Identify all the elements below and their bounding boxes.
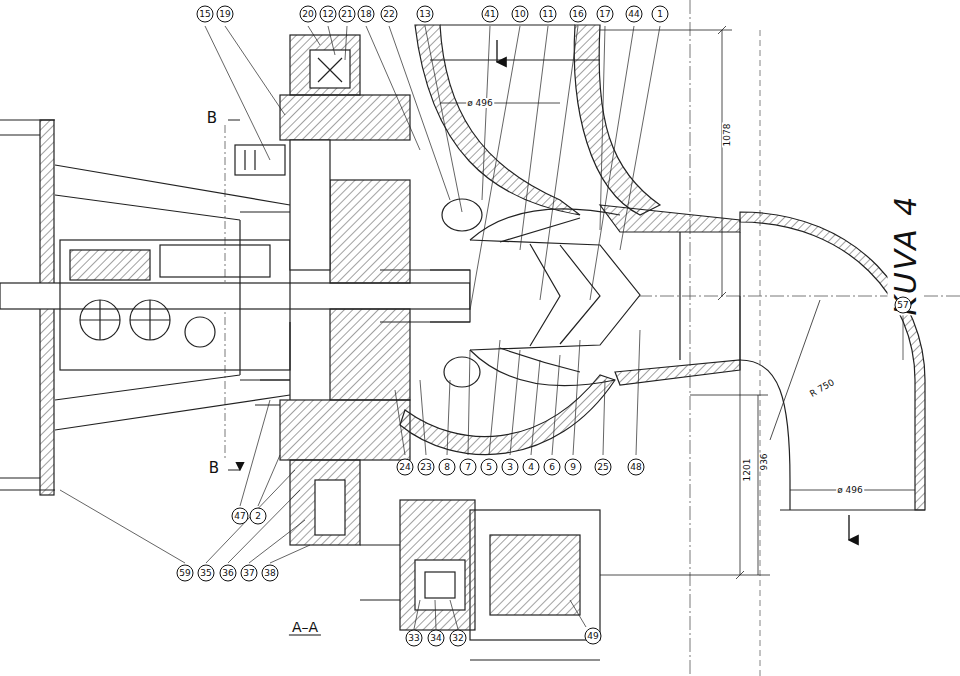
dimension-text: R 750 — [807, 377, 837, 400]
callout-number: 44 — [626, 6, 643, 23]
dimension-text: 1201 — [742, 458, 752, 483]
callout-number: 6 — [544, 459, 561, 476]
dimension-text: ø 496 — [836, 485, 864, 495]
callout-number: 47 — [232, 508, 249, 525]
callout-number: 38 — [262, 565, 279, 582]
callout-number: 25 — [595, 459, 612, 476]
dimension-text: ø 496 — [466, 98, 494, 108]
callout-number: 49 — [585, 628, 602, 645]
callout-number: 36 — [220, 565, 237, 582]
callout-number: 1 — [652, 6, 669, 23]
callout-number: 24 — [397, 459, 414, 476]
callout-number: 41 — [482, 6, 499, 23]
callout-number: 20 — [300, 6, 317, 23]
callout-number: 16 — [570, 6, 587, 23]
callout-number: 17 — [597, 6, 614, 23]
callout-number: 4 — [523, 459, 540, 476]
callout-number: 8 — [439, 459, 456, 476]
callout-number: 2 — [250, 508, 267, 525]
callout-number: 34 — [428, 630, 445, 647]
callout-number: 35 — [198, 565, 215, 582]
callout-number: 48 — [628, 459, 645, 476]
callout-number: 59 — [177, 565, 194, 582]
callout-number: 9 — [565, 459, 582, 476]
callout-number: 5 — [481, 459, 498, 476]
callout-number: 3 — [502, 459, 519, 476]
callout-number: 18 — [358, 6, 375, 23]
callout-number: 19 — [217, 6, 234, 23]
callout-number: 23 — [418, 459, 435, 476]
callout-number: 15 — [197, 6, 214, 23]
callout-number: 22 — [381, 6, 398, 23]
callout-number: 10 — [512, 6, 529, 23]
callout-number: 33 — [406, 630, 423, 647]
dimension-text: 936 — [759, 452, 769, 471]
section-marker: B — [209, 459, 219, 477]
callout-number: 12 — [320, 6, 337, 23]
callout-number: 13 — [417, 6, 434, 23]
dimension-text: 1078 — [722, 123, 732, 148]
callout-number: 11 — [540, 6, 557, 23]
callout-number: 57 — [895, 297, 912, 314]
callout-number: 7 — [460, 459, 477, 476]
callout-number: 21 — [339, 6, 356, 23]
section-label: A–A — [289, 619, 321, 636]
callout-number: 37 — [241, 565, 258, 582]
callout-number: 32 — [450, 630, 467, 647]
section-marker: B — [207, 109, 217, 127]
